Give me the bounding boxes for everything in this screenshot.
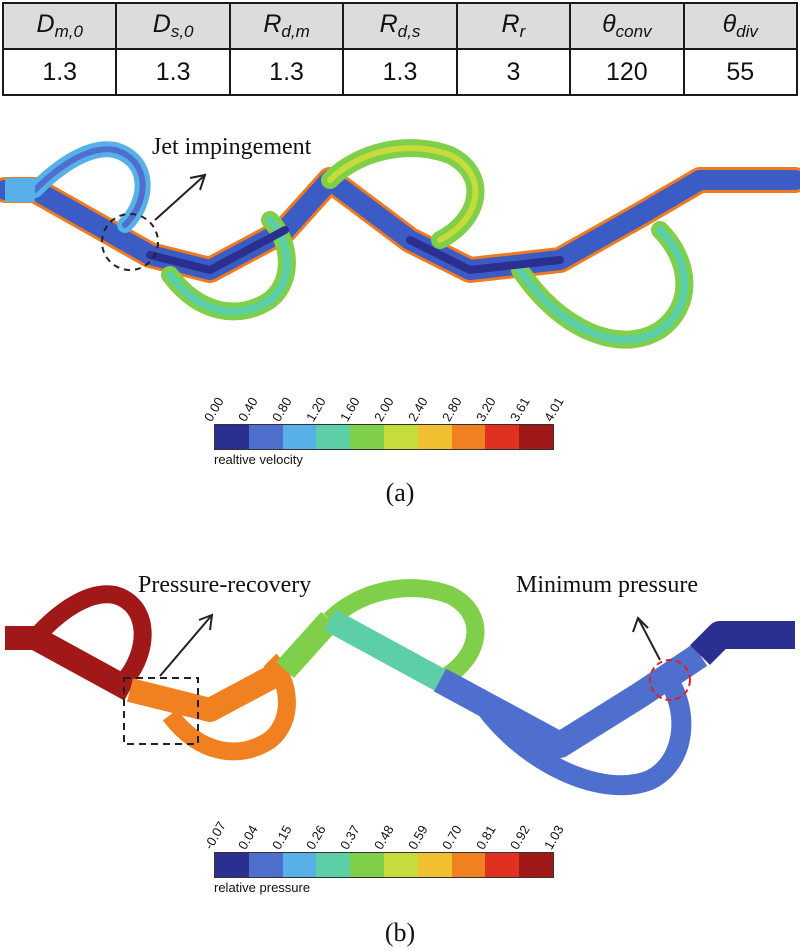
colorbar-swatch: [316, 425, 351, 449]
colorbar-swatch: [519, 425, 553, 449]
header-cell: Rd,m: [228, 2, 345, 50]
table-header-row: Dm,0 Ds,0 Rd,m Rd,s Rr θconv θdiv: [1, 2, 799, 50]
jet-impingement-label: Jet impingement: [152, 134, 312, 160]
colorbar-strip: [214, 424, 554, 450]
colorbar-swatch: [215, 853, 249, 877]
colorbar-swatch: [417, 853, 452, 877]
colorbar-tick-label: 2.00: [371, 394, 397, 424]
colorbar-tick-label: 1.60: [337, 394, 363, 424]
colorbar-tick-label: 0.37: [337, 822, 363, 852]
colorbar-swatch: [350, 853, 384, 877]
header-cell: θdiv: [682, 2, 799, 50]
colorbar-swatch: [316, 853, 351, 877]
colorbar-swatch: [248, 853, 283, 877]
colorbar-tick-label: 0.70: [439, 822, 465, 852]
colorbar-tick-label: 0.92: [507, 822, 533, 852]
header-cell: Rr: [455, 2, 572, 50]
value-cell: 1.3: [228, 48, 345, 96]
value-cell: 1.3: [342, 48, 458, 96]
colorbar-tick-label: 2.40: [405, 394, 431, 424]
figure-b-pressure: Pressure-recovery Minimum pressure -0.07…: [0, 560, 800, 920]
colorbar-tick-label: -0.07: [201, 818, 229, 852]
table-value-row: 1.3 1.3 1.3 1.3 3 120 55: [1, 48, 799, 96]
colorbar-tick-label: 0.04: [235, 822, 261, 852]
colorbar-swatch: [248, 425, 283, 449]
colorbar-swatch: [282, 853, 317, 877]
colorbar-swatch: [350, 425, 384, 449]
colorbar-swatch: [485, 425, 520, 449]
parameter-table: Dm,0 Ds,0 Rd,m Rd,s Rr θconv θdiv 1.3 1.…: [1, 2, 799, 96]
colorbar-tick-label: 0.26: [303, 822, 329, 852]
pressure-channel-diagram: [5, 579, 795, 796]
colorbar-swatch: [215, 425, 249, 449]
colorbar-tick-label: 0.48: [371, 822, 397, 852]
header-cell: θconv: [569, 2, 685, 50]
colorbar-label: realtive velocity: [214, 452, 303, 467]
colorbar-swatch: [451, 853, 486, 877]
colorbar-ticks: 0.00 0.40 0.80 1.20 1.60 2.00 2.40 2.80 3.20 3.61…: [201, 370, 567, 424]
velocity-channel-diagram: [0, 139, 800, 349]
panel-label-a: (a): [385, 478, 415, 507]
value-cell: 120: [569, 48, 685, 96]
colorbar-swatch: [519, 853, 553, 877]
header-cell: Dm,0: [1, 2, 118, 50]
value-cell: 1.3: [115, 48, 231, 96]
colorbar-tick-label: 0.40: [235, 394, 261, 424]
colorbar-tick-label: 0.81: [473, 822, 499, 852]
value-cell: 3: [455, 48, 572, 96]
value-cell: 55: [682, 48, 799, 96]
colorbar-tick-label: 0.59: [405, 822, 431, 852]
pressure-recovery-label: Pressure-recovery: [138, 572, 312, 598]
colorbar-tick-label: 4.01: [541, 394, 567, 424]
colorbar-swatch: [282, 425, 317, 449]
minimum-pressure-label: Minimum pressure: [516, 572, 698, 598]
colorbar-label: relative pressure: [214, 880, 311, 895]
colorbar-swatch: [417, 425, 452, 449]
colorbar-swatch: [383, 425, 418, 449]
colorbar-tick-label: 3.20: [473, 394, 499, 424]
colorbar-tick-label: 2.80: [439, 394, 465, 424]
velocity-colorbar: 0.00 0.40 0.80 1.20 1.60 2.00 2.40 2.80 3.20 3.61…: [201, 370, 567, 467]
colorbar-tick-label: 1.20: [303, 394, 329, 424]
header-cell: Ds,0: [115, 2, 231, 50]
colorbar-swatch: [485, 853, 520, 877]
header-cell: Rd,s: [342, 2, 458, 50]
panel-label-b: (b): [384, 918, 416, 947]
colorbar-tick-label: 0.80: [269, 394, 295, 424]
value-cell: 1.3: [1, 48, 118, 96]
colorbar-tick-label: 1.03: [541, 822, 567, 852]
colorbar-strip: [214, 852, 554, 878]
colorbar-tick-label: 0.15: [269, 822, 295, 852]
figure-a-velocity: Jet impingement 0.00 0.40 0.80 1.20 1.60 2.00…: [0, 120, 800, 510]
colorbar-swatch: [383, 853, 418, 877]
colorbar-tick-label: 0.00: [201, 394, 227, 424]
colorbar-swatch: [451, 425, 486, 449]
colorbar-tick-label: 3.61: [507, 394, 533, 424]
